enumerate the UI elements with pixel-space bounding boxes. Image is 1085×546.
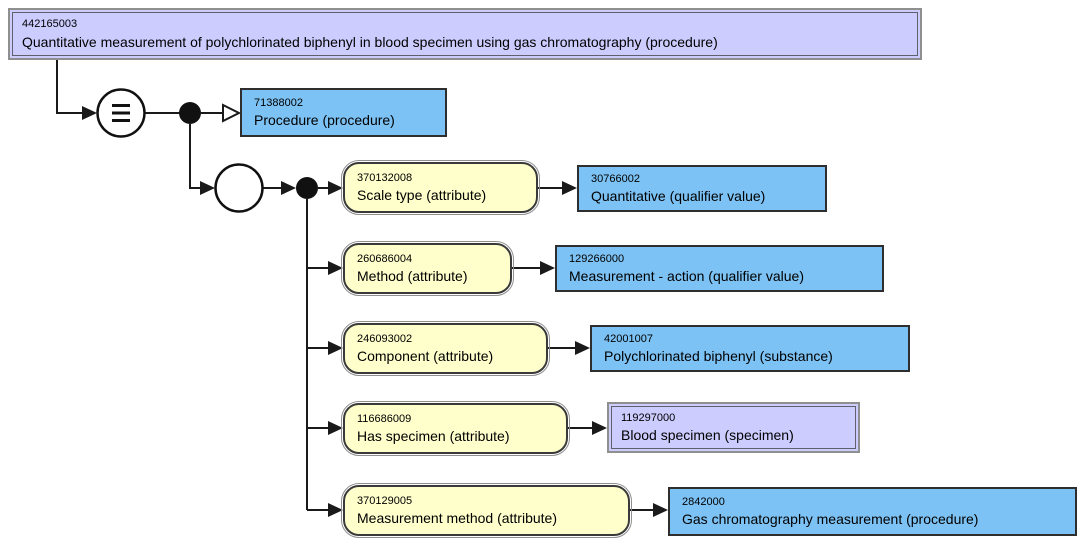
concept-term: Component (attribute) — [357, 348, 494, 365]
concept-term: Scale type (attribute) — [357, 187, 487, 204]
focus-to-equivalence-line — [56, 60, 84, 114]
attribute-box[interactable]: 370129005 Measurement method (attribute) — [341, 483, 632, 538]
concept-term: Quantitative (qualifier value) — [591, 188, 766, 205]
concept-term: Measurement method (attribute) — [357, 510, 557, 527]
arrowhead-icon — [328, 181, 343, 195]
attribute-group-circle-icon — [214, 163, 264, 213]
value-concept-box[interactable]: 119297000 Blood specimen (specimen) — [607, 402, 860, 453]
concept-code: 129266000 — [569, 252, 625, 265]
attribute-box[interactable]: 260686004 Method (attribute) — [341, 241, 514, 296]
arrowhead-icon — [592, 421, 607, 435]
concept-code: 442165003 — [22, 18, 78, 31]
arrowhead-icon — [281, 181, 296, 195]
concept-term: Blood specimen (specimen) — [621, 427, 794, 444]
concept-code: 246093002 — [357, 332, 413, 345]
concept-code: 116686009 — [357, 412, 412, 425]
concept-code: 71388002 — [254, 96, 303, 109]
concept-term: Gas chromatography measurement (procedur… — [682, 511, 979, 528]
concept-code: 370129005 — [357, 494, 413, 507]
value-concept-box[interactable]: 30766002 Quantitative (qualifier value) — [577, 165, 827, 212]
arrowhead-icon — [540, 261, 555, 275]
concept-code: 119297000 — [621, 411, 676, 424]
arrowhead-icon — [328, 341, 343, 355]
value-concept-box[interactable]: 2842000 Gas chromatography measurement (… — [668, 487, 1077, 536]
arrowhead-icon — [653, 503, 668, 517]
conjunction-dot-icon — [179, 102, 201, 124]
equivalence-node-icon — [96, 88, 146, 138]
attribute-trunk-line — [306, 199, 330, 511]
value-concept-box[interactable]: 129266000 Measurement - action (qualifie… — [555, 245, 884, 292]
concept-code: 260686004 — [357, 252, 413, 265]
concept-term: Quantitative measurement of polychlorina… — [22, 33, 718, 50]
arrowhead-icon — [82, 106, 97, 120]
attribute-box[interactable]: 370132008 Scale type (attribute) — [341, 160, 540, 215]
concept-term: Polychlorinated biphenyl (substance) — [604, 348, 833, 365]
connector-lines — [56, 60, 655, 511]
filled-arrowheads — [82, 106, 668, 517]
attribute-box[interactable]: 246093002 Component (attribute) — [341, 321, 550, 376]
focus-concept-box[interactable]: 442165003 Quantitative measurement of po… — [8, 8, 922, 60]
concept-code: 30766002 — [591, 172, 640, 185]
parent-concept-box[interactable]: 71388002 Procedure (procedure) — [240, 88, 447, 137]
arrowhead-icon — [328, 261, 343, 275]
concept-term: Has specimen (attribute) — [357, 428, 510, 445]
concept-code: 2842000 — [682, 495, 725, 508]
concept-term: Method (attribute) — [357, 268, 468, 285]
arrowhead-icon — [328, 421, 343, 435]
attr-to-value-lines — [512, 187, 655, 511]
concept-code: 370132008 — [357, 171, 413, 184]
concept-code: 42001007 — [604, 332, 653, 345]
isa-open-arrowhead-icon — [222, 103, 242, 123]
concept-term: Measurement - action (qualifier value) — [569, 268, 804, 285]
arrowhead-icon — [575, 341, 590, 355]
value-concept-box[interactable]: 42001007 Polychlorinated biphenyl (subst… — [590, 325, 910, 372]
arrowhead-icon — [562, 181, 577, 195]
dot-to-group-line — [189, 124, 202, 189]
conjunction-dot-icon — [296, 177, 318, 199]
arrowhead-icon — [200, 181, 215, 195]
arrowhead-icon — [328, 503, 343, 517]
concept-term: Procedure (procedure) — [254, 112, 395, 129]
attribute-box[interactable]: 116686009 Has specimen (attribute) — [341, 401, 570, 456]
